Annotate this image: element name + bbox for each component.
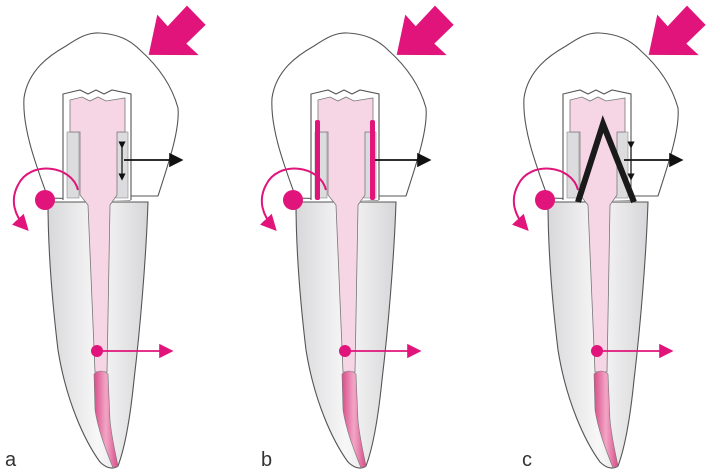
v-fiber (575, 115, 637, 204)
panel-label: a (5, 449, 17, 471)
panel-c: c (514, 5, 707, 471)
panel-a: a (5, 5, 207, 471)
panel-label: c (522, 449, 532, 471)
panel-label: b (261, 449, 272, 471)
panel-b: b (261, 5, 455, 471)
bonded-bar-right (370, 120, 375, 200)
bonded-bar-left (315, 120, 320, 200)
